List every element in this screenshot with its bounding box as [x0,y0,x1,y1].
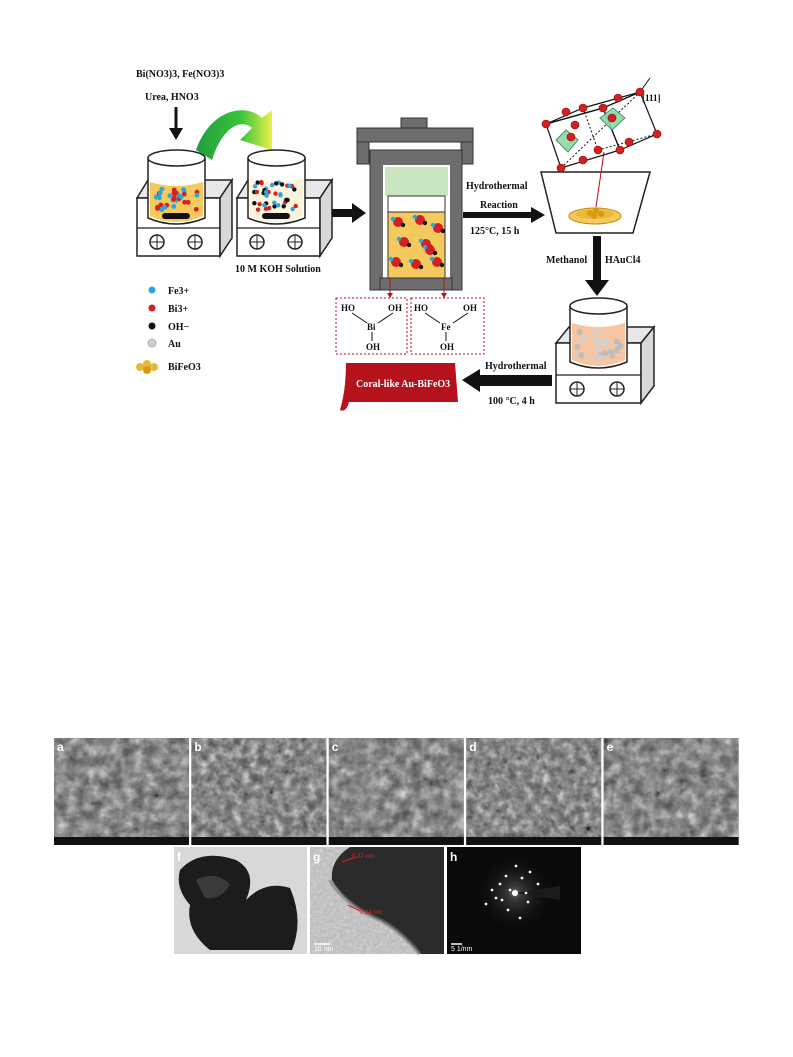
fe-metal-label: Fe [441,322,451,332]
fe-oh-right-label: OH [463,303,477,313]
panel-letter: d [469,740,476,754]
hydrothermal-2-conditions: 100 °C, 4 h [488,396,535,407]
crystal-direction-label: [111] [642,93,661,103]
knob-icon [249,234,265,250]
legend-bi: Bi3+ [168,304,188,315]
tem-panel-h: h 5 1/nm [447,847,581,954]
panel-letter: e [607,740,614,754]
knob-icon [609,381,625,397]
hydrothermal-1-arrow [463,207,545,223]
legend-au: Au [168,339,181,350]
autoclave [356,117,474,298]
beaker-2 [247,149,306,225]
au-particle-icon [147,338,157,348]
bi-oh-right-label: OH [388,303,402,313]
au-particles [574,328,624,361]
bifeo3-cluster-icon [136,360,158,374]
stir-bar [262,213,290,219]
panel-letter: f [177,850,182,864]
sem-panel-e: e [603,738,739,845]
lattice-spacing-1: 0.27 nm [352,854,374,860]
beaker-1 [147,149,206,225]
tem-panel-f: f [174,847,307,954]
haucl4-label: HAuCl4 [605,255,641,266]
panel-letter: a [57,740,64,754]
bi-metal-label: Bi [367,322,376,332]
sem-panel-c: c [328,738,464,845]
fe-hydroxide-complex: HO OH Fe OH [410,297,485,355]
product-banner: Coral-like Au-BiFeO3 [340,363,458,411]
beaker-3 [569,297,628,369]
panel-letter: h [450,850,457,864]
reagents-label-1: Bi(NO3)3, Fe(NO3)3 [136,69,224,80]
product-label: Coral-like Au-BiFeO3 [356,379,450,390]
lattice-atoms [541,87,662,173]
hydroxide-icon [148,322,156,330]
sem-panel-d: d [466,738,602,845]
bi-ho-label: HO [341,303,355,313]
panel-letter: b [194,740,201,754]
green-transfer-arrow [196,110,272,160]
bifeo3-nanoparticle-icon [587,208,604,219]
solution-particles [153,186,200,213]
precursor-complexes [388,214,446,270]
stir-bar [162,213,190,219]
arrow-down-au-loading [585,236,609,296]
knob-icon [287,234,303,250]
knob-icon [569,381,585,397]
panel-letter: g [313,850,320,864]
solution-particles [252,179,298,212]
legend-fe: Fe3+ [168,286,190,297]
legend-bifeo3: BiFeO3 [168,362,201,373]
bi-oh-bottom-label: OH [366,342,380,352]
fe-oh-bottom-label: OH [440,342,454,352]
bi-ion-icon [148,304,156,312]
hydrothermal-1-label-2: Reaction [480,200,518,211]
fe-ion-icon [148,286,156,294]
sem-micrograph-row: a b c d e [54,738,739,845]
tem-micrograph-row: f g 0.27 nm 0.24 nm 10 nm h 5 1/nm [174,847,581,956]
arrow-to-autoclave [332,203,366,223]
reagent-add-arrow [169,107,183,140]
hydrothermal-1-label-1: Hydrothermal [466,181,528,192]
hydrothermal-1-conditions: 125°C, 15 h [470,226,520,237]
sem-panel-a: a [54,738,189,845]
lattice-spacing-2: 0.24 nm [360,910,382,916]
hydrothermal-2-label-1: Hydrothermal [485,361,547,372]
scale-label: 10 nm [314,946,334,953]
reagents-label-2: Urea, HNO3 [145,92,199,103]
panel-letter: c [332,740,339,754]
fe-ho-label: HO [414,303,428,313]
legend-oh: OH− [168,322,190,333]
bi-hydroxide-complex: HO OH Bi OH [335,297,408,355]
hydrothermal-2-arrow [462,369,552,392]
knob-icon [187,234,203,250]
knob-icon [149,234,165,250]
crystal-structure [541,77,662,173]
sem-panel-b: b [191,738,327,845]
methanol-label: Methanol [546,255,587,266]
legend: Fe3+ Bi3+ OH− Au BiFeO3 [136,286,201,374]
koh-solution-label: 10 M KOH Solution [235,264,321,275]
petri-dish [540,151,651,234]
scale-label: 5 1/nm [451,946,473,953]
tem-panel-g: g 0.27 nm 0.24 nm 10 nm [310,847,444,956]
